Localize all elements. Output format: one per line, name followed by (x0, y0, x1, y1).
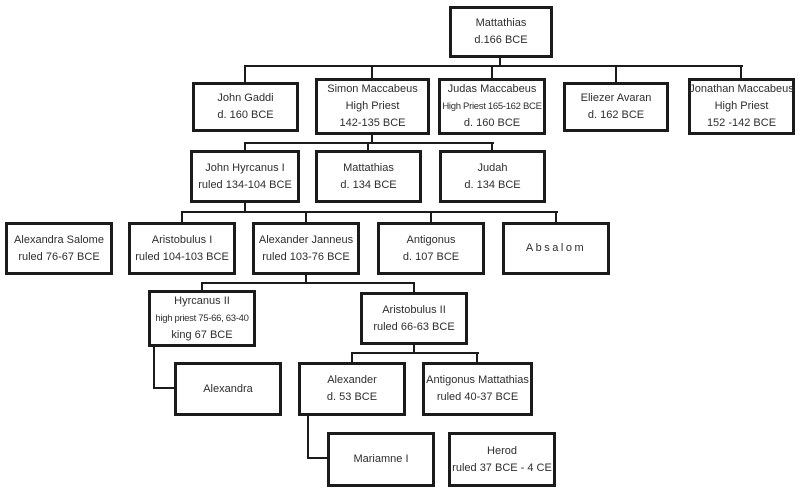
node-label: Alexander Janneus (258, 233, 354, 246)
node-label: Judah (477, 161, 508, 174)
connector-line (413, 344, 415, 354)
connector-line (371, 134, 373, 144)
node-label: d. 53 BCE (326, 391, 378, 403)
node-label: 152 -142 BCE (706, 117, 777, 129)
node-label: Herod (487, 444, 517, 457)
node-mattathias-ii: Mattathias d. 134 BCE (315, 150, 422, 203)
connector-line (499, 57, 501, 66)
node-label: d. 134 BCE (340, 178, 397, 191)
node-label: Alexandra Salome (14, 233, 104, 246)
connector-line (351, 352, 353, 362)
node-alexandra-salome: Alexandra Salome ruled 76-67 BCE (5, 222, 113, 275)
node-label: d. 160 BCE (217, 109, 274, 121)
connector-line (430, 211, 432, 222)
node-label: Antigonus Mattathias (426, 374, 529, 386)
node-label: Jonathan Maccabeus (689, 83, 794, 95)
connector-line (476, 352, 478, 362)
connector-line (615, 65, 617, 82)
node-label: ruled 103-76 BCE (262, 250, 350, 263)
node-label: Antigonus (406, 233, 456, 246)
node-label: High Priest (345, 100, 400, 112)
node-label: Hyrcanus II (174, 295, 230, 307)
connector-line (351, 352, 479, 354)
node-label: Simon Maccabeus (327, 83, 418, 95)
connector-line (740, 65, 742, 78)
node-label: king 67 BCE (171, 329, 233, 341)
node-hyrcanus-ii: Hyrcanus II high priest 75-66, 63-40 kin… (148, 290, 256, 347)
node-alexandra: Alexandra (174, 362, 282, 416)
connector-line (244, 65, 743, 67)
node-label: ruled 40-37 BCE (436, 391, 519, 403)
node-label: d. 160 BCE (463, 117, 521, 129)
node-label: ruled 66-63 BCE (373, 320, 455, 333)
connector-line (307, 415, 309, 459)
node-label: 142-135 BCE (339, 117, 406, 129)
node-jonathan-maccabeus: Jonathan Maccabeus High Priest 152 -142 … (688, 78, 795, 135)
node-label: Judas Maccabeus (447, 83, 537, 95)
node-label: Mariamne I (353, 453, 409, 465)
connector-line (201, 282, 415, 284)
connector-line (371, 65, 373, 78)
node-label: Alexander (327, 374, 377, 386)
connector-line (244, 142, 494, 144)
node-label: ruled 76-67 BCE (18, 250, 100, 263)
node-simon-maccabeus: Simon Maccabeus High Priest 142-135 BCE (315, 78, 430, 135)
connector-line (244, 65, 246, 82)
node-absalom: Absalom (502, 222, 610, 275)
node-label: John Hyrcanus I (205, 161, 285, 174)
node-alexander: Alexander d. 53 BCE (298, 362, 406, 416)
node-label: Absalom (525, 242, 587, 254)
node-mariamne-i: Mariamne I (327, 432, 435, 487)
node-label: d. 107 BCE (402, 250, 460, 263)
node-label: Aristobulus II (382, 303, 446, 316)
node-label: Alexandra (203, 382, 253, 395)
node-eliezer-avaran: Eliezer Avaran d. 162 BCE (563, 82, 669, 132)
node-john-gaddi: John Gaddi d. 160 BCE (192, 82, 299, 132)
connector-line (367, 142, 369, 150)
node-label: d. 134 BCE (464, 178, 521, 191)
connector-line (244, 142, 246, 150)
node-label: ruled 37 BCE - 4 CE (452, 461, 552, 474)
connector-line (307, 457, 328, 459)
node-label: John Gaddi (217, 92, 274, 104)
node-label: ruled 134-104 BCE (198, 178, 292, 191)
node-antigonus: Antigonus d. 107 BCE (377, 222, 485, 275)
node-antigonus-mattathias: Antigonus Mattathias ruled 40-37 BCE (422, 362, 533, 416)
node-john-hyrcanus-i: John Hyrcanus I ruled 134-104 BCE (190, 150, 300, 203)
connector-line (244, 202, 246, 213)
node-judas-maccabeus: Judas Maccabeus High Priest 165-162 BCE … (438, 78, 546, 135)
node-label: High Priest (714, 100, 769, 112)
connector-line (555, 211, 557, 222)
node-label: Mattathias (475, 17, 527, 29)
connector-line (153, 387, 175, 389)
connector-line (305, 211, 307, 222)
node-label: Mattathias (343, 161, 394, 174)
node-herod: Herod ruled 37 BCE - 4 CE (448, 432, 556, 487)
node-label: Eliezer Avaran (580, 92, 652, 104)
connector-line (153, 346, 155, 389)
node-aristobulus-ii: Aristobulus II ruled 66-63 BCE (360, 292, 468, 345)
connector-line (181, 211, 183, 222)
node-alexander-janneus: Alexander Janneus ruled 103-76 BCE (252, 222, 360, 275)
node-label: high priest 75-66, 63-40 (155, 313, 249, 324)
connector-line (491, 142, 493, 150)
node-mattathias: Mattathias d.166 BCE (449, 6, 553, 58)
node-label: d. 162 BCE (587, 109, 645, 121)
node-aristobulus-i: Aristobulus I ruled 104-103 BCE (128, 222, 236, 275)
connector-line (201, 282, 203, 290)
connector-line (413, 282, 415, 292)
node-judah: Judah d. 134 BCE (439, 150, 546, 203)
node-label: High Priest 165-162 BCE (442, 101, 542, 112)
connector-line (491, 65, 493, 78)
node-label: Aristobulus I (151, 233, 213, 246)
connector-line (181, 211, 558, 213)
connector-line (305, 274, 307, 284)
node-label: ruled 104-103 BCE (135, 250, 229, 263)
node-label: d.166 BCE (474, 34, 528, 46)
